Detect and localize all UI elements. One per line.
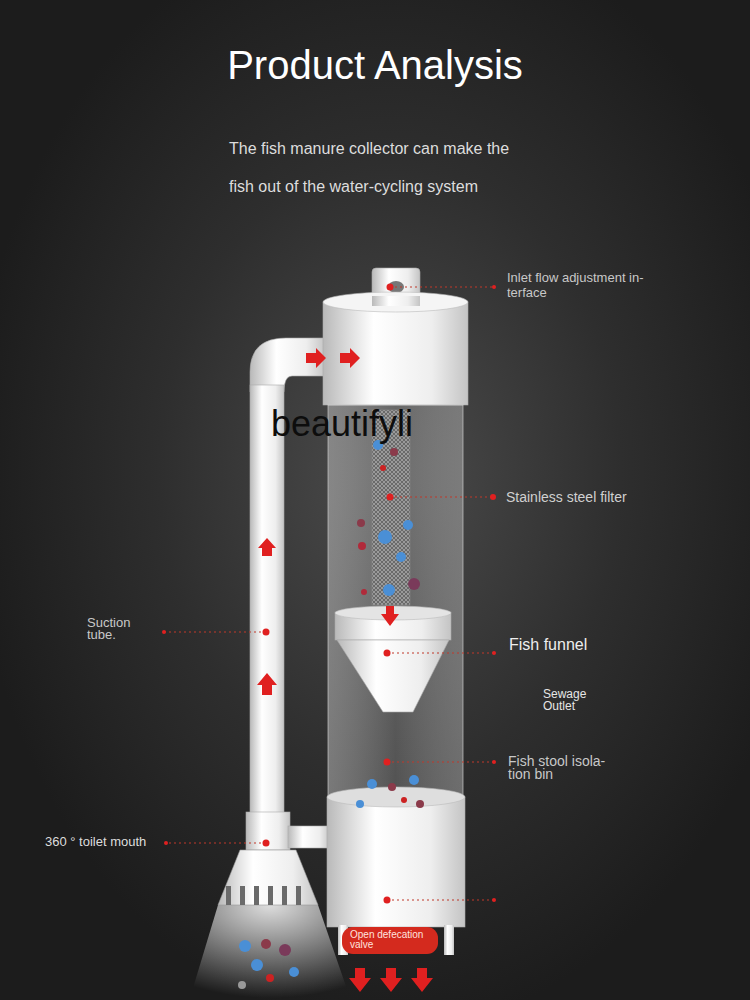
- watermark: beautifyli: [271, 403, 413, 444]
- valve-badge: Open defecation valve: [342, 927, 438, 954]
- part-label: Stainless steel filter: [506, 489, 627, 505]
- part-label: Sewage Outlet: [543, 688, 603, 712]
- intro-text: The fish manure collector can make the f…: [229, 130, 529, 207]
- part-label: Suction tube.: [87, 617, 147, 642]
- part-label: Fish funnel: [509, 636, 587, 654]
- part-label: Inlet flow adjustment in- terface: [507, 271, 659, 301]
- page-title: Product Analysis: [0, 42, 750, 88]
- node-text: Open defecation valve: [350, 930, 430, 951]
- part-label: Fish stool isola- tion bin: [508, 755, 618, 780]
- part-label: 360 ° toilet mouth: [45, 835, 146, 850]
